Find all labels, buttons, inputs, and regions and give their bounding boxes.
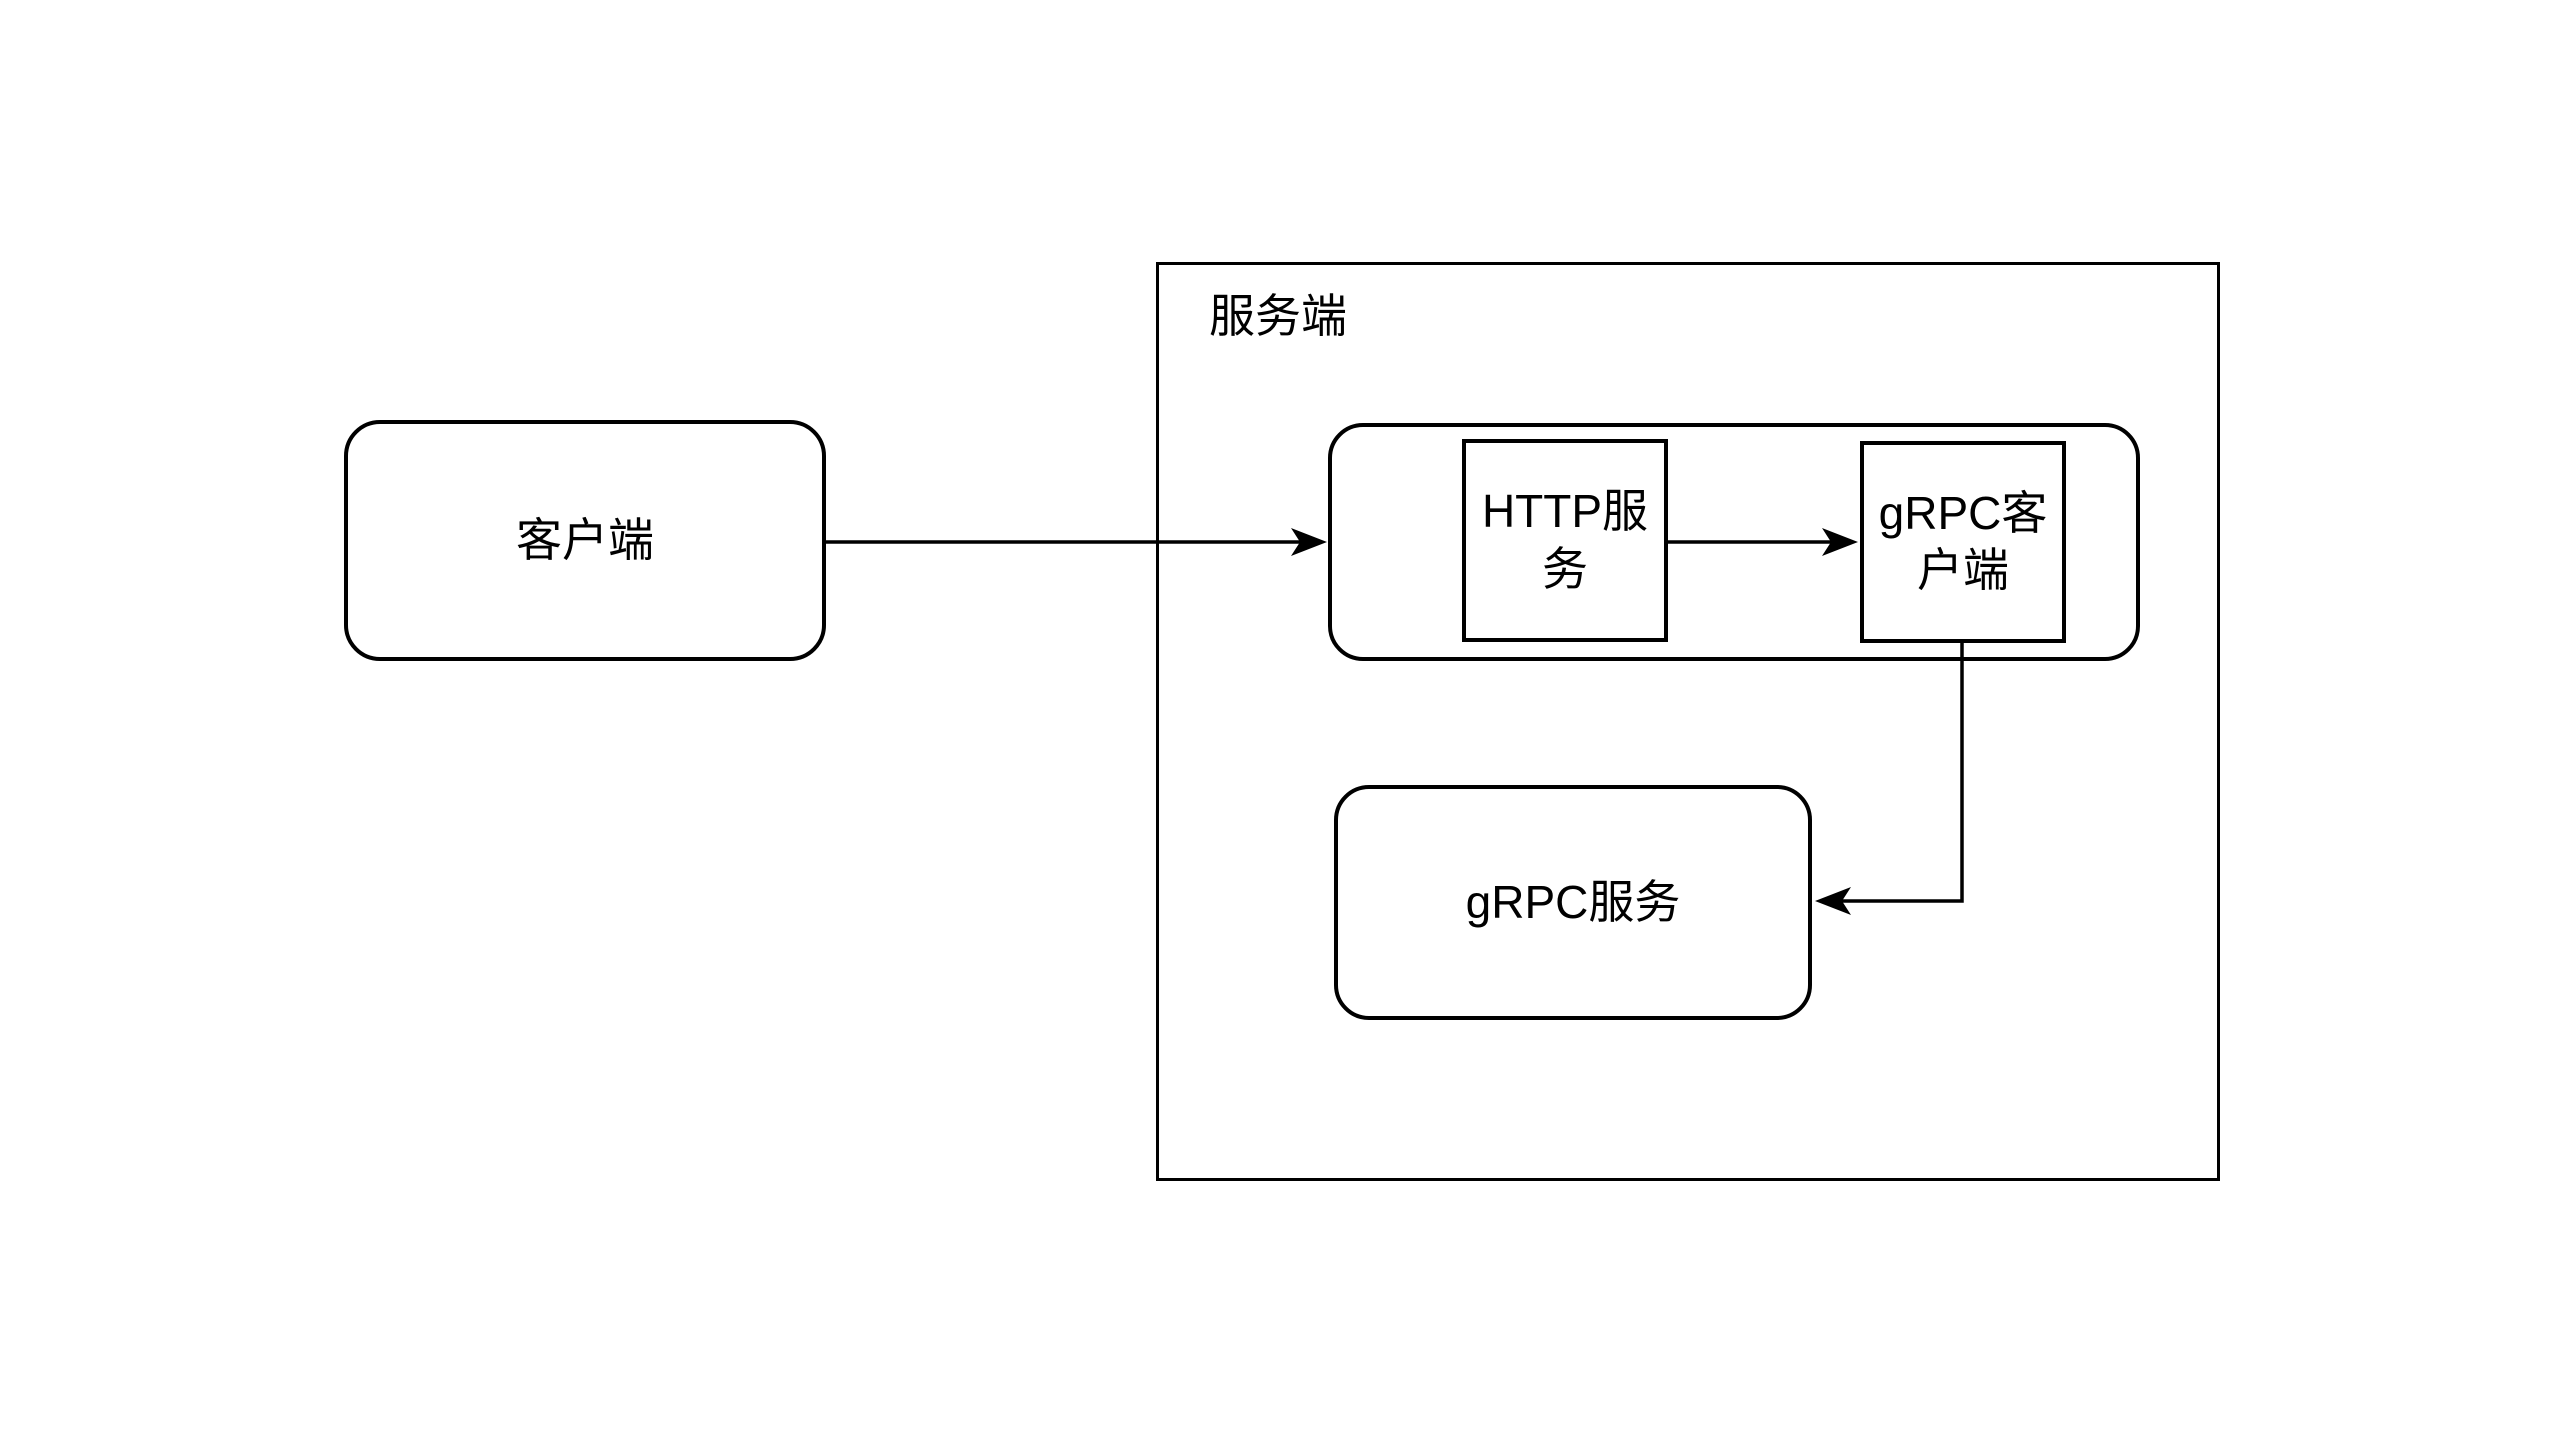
http-service-node-label: HTTP服务: [1481, 485, 1649, 595]
client-node: 客户端: [344, 420, 826, 661]
server-group: 服务端: [1156, 262, 2220, 1181]
grpc-service-node: gRPC服务: [1334, 785, 1812, 1020]
grpc-client-node-label: gRPC客户端: [1878, 486, 2048, 596]
server-group-label: 服务端: [1209, 290, 1347, 342]
grpc-client-node: gRPC客户端: [1860, 441, 2066, 643]
client-node-label: 客户端: [516, 513, 654, 566]
grpc-service-node-label: gRPC服务: [1465, 875, 1681, 928]
http-service-node: HTTP服务: [1462, 439, 1668, 642]
